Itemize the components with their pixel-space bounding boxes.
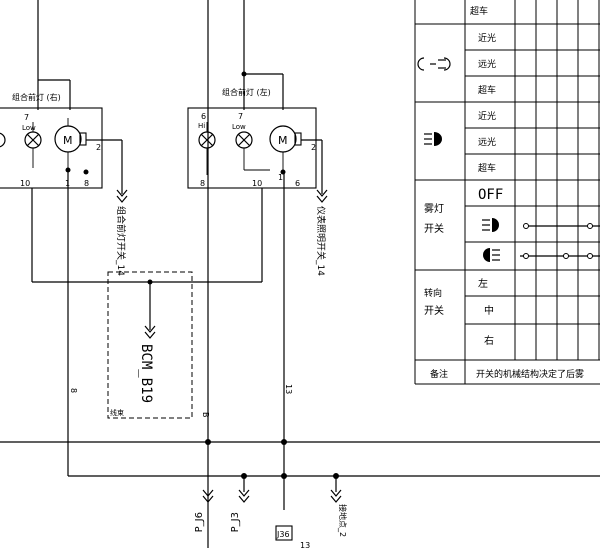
pin-label: 7 [238, 112, 243, 121]
junction-dot [205, 439, 211, 445]
connector-arrow-icon [238, 489, 250, 503]
bulb-cross [200, 133, 214, 147]
pin-label: 6 [201, 112, 206, 121]
connector-arrow-icon [202, 489, 214, 503]
row-label: 超车 [470, 5, 488, 17]
contact-icon [523, 223, 529, 229]
remarks-key: 备注 [430, 368, 448, 380]
junction-dot [241, 71, 247, 77]
bottom-code: 13 [300, 541, 310, 548]
row-label: 中 [484, 304, 494, 317]
remarks-value: 开关的机械结构决定了后雾 [476, 368, 584, 380]
connector-arrow-icon [316, 189, 328, 203]
low-beam-icon [417, 57, 451, 71]
rear-fog-icon [483, 248, 500, 262]
pin-label: 7 [24, 113, 29, 122]
switch-table: 超车 近光 远光 超车 近光 远光 超车 OFF 左 中 右 [414, 0, 600, 385]
high-beam-icon [424, 132, 442, 146]
contact-icon [563, 253, 569, 259]
pin-label: 8 [84, 179, 89, 188]
pin-label: 10 [252, 179, 262, 188]
row-label: 近光 [478, 110, 496, 122]
pin-label: 8 [200, 179, 205, 188]
bulb-icon [0, 132, 6, 148]
left-lamp-title: 组合前灯 (右) [12, 92, 61, 102]
connector-arrow-icon [144, 325, 156, 339]
pin-label: 1 [278, 173, 283, 182]
row-label: 左 [478, 277, 488, 290]
front-fog-icon [482, 218, 499, 232]
j3-label: P_J3 [230, 512, 241, 532]
pin-label: Hi [198, 122, 205, 130]
connector-arrow-icon [330, 489, 342, 503]
wire-label: 8 [69, 388, 78, 393]
contact-icon [523, 253, 529, 259]
row-label: 远光 [478, 136, 496, 148]
bcm-label: BCM_B19 [138, 344, 154, 403]
j6-label: P_J6 [194, 512, 205, 532]
ground-label: 接地点_2 [338, 504, 348, 537]
motor-brush [294, 132, 302, 146]
wire-label: B [201, 412, 210, 418]
pin-label: Low [232, 123, 246, 131]
junction-dot [83, 169, 89, 175]
bcm-note: 线束 [110, 408, 124, 417]
left-connector-label: 组合前灯开关_14 [115, 206, 127, 276]
turn-group-label: 开关 [424, 304, 444, 317]
pin-label: Low [22, 124, 36, 132]
right-connector-label: 仪表照明开关_14 [315, 206, 327, 276]
turn-group-label: 转向 [424, 287, 442, 299]
bcm-dashed-box [107, 271, 193, 419]
row-label: 远光 [478, 58, 496, 70]
bulb-cross [237, 133, 251, 147]
bulb-cross [26, 133, 40, 147]
fog-group-label: 开关 [424, 222, 444, 235]
fog-group-label: 雾灯 [424, 203, 444, 215]
row-label: 右 [484, 334, 494, 347]
bcm-wiring: BCM_B19 线束 8 B 13 P_J6 P_J3 J36 接地点_2 13 [0, 170, 600, 548]
motor-label: M [278, 134, 288, 147]
row-label: 超车 [478, 162, 496, 174]
junction-dot [280, 169, 286, 175]
right-headlamp-assembly: 组合前灯 (左) 6 Hi 7 Low M 2 8 10 1 [187, 0, 328, 548]
fog-off-label: OFF [478, 187, 503, 203]
right-lamp-box [187, 107, 317, 189]
j36-label: J36 [276, 530, 290, 539]
left-lamp-box [0, 107, 103, 189]
right-lamp-title: 组合前灯 (左) [222, 87, 271, 97]
wire-label: 13 [284, 384, 293, 394]
left-headlamp-assembly: 组合前灯 (右) 7 Low M 2 10 1 8 [0, 0, 128, 276]
pin-label: 10 [20, 179, 30, 188]
row-label: 超车 [478, 84, 496, 96]
row-label: 近光 [478, 32, 496, 44]
motor-brush [79, 132, 87, 146]
contact-icon [587, 223, 593, 229]
pin-label: 2 [96, 143, 101, 152]
connector-arrow-icon [116, 189, 128, 203]
contact-icon [587, 253, 593, 259]
j36-box [275, 525, 293, 541]
motor-label: M [63, 134, 73, 147]
pin-label: 2 [311, 143, 316, 152]
pin-label: 6 [295, 179, 300, 188]
